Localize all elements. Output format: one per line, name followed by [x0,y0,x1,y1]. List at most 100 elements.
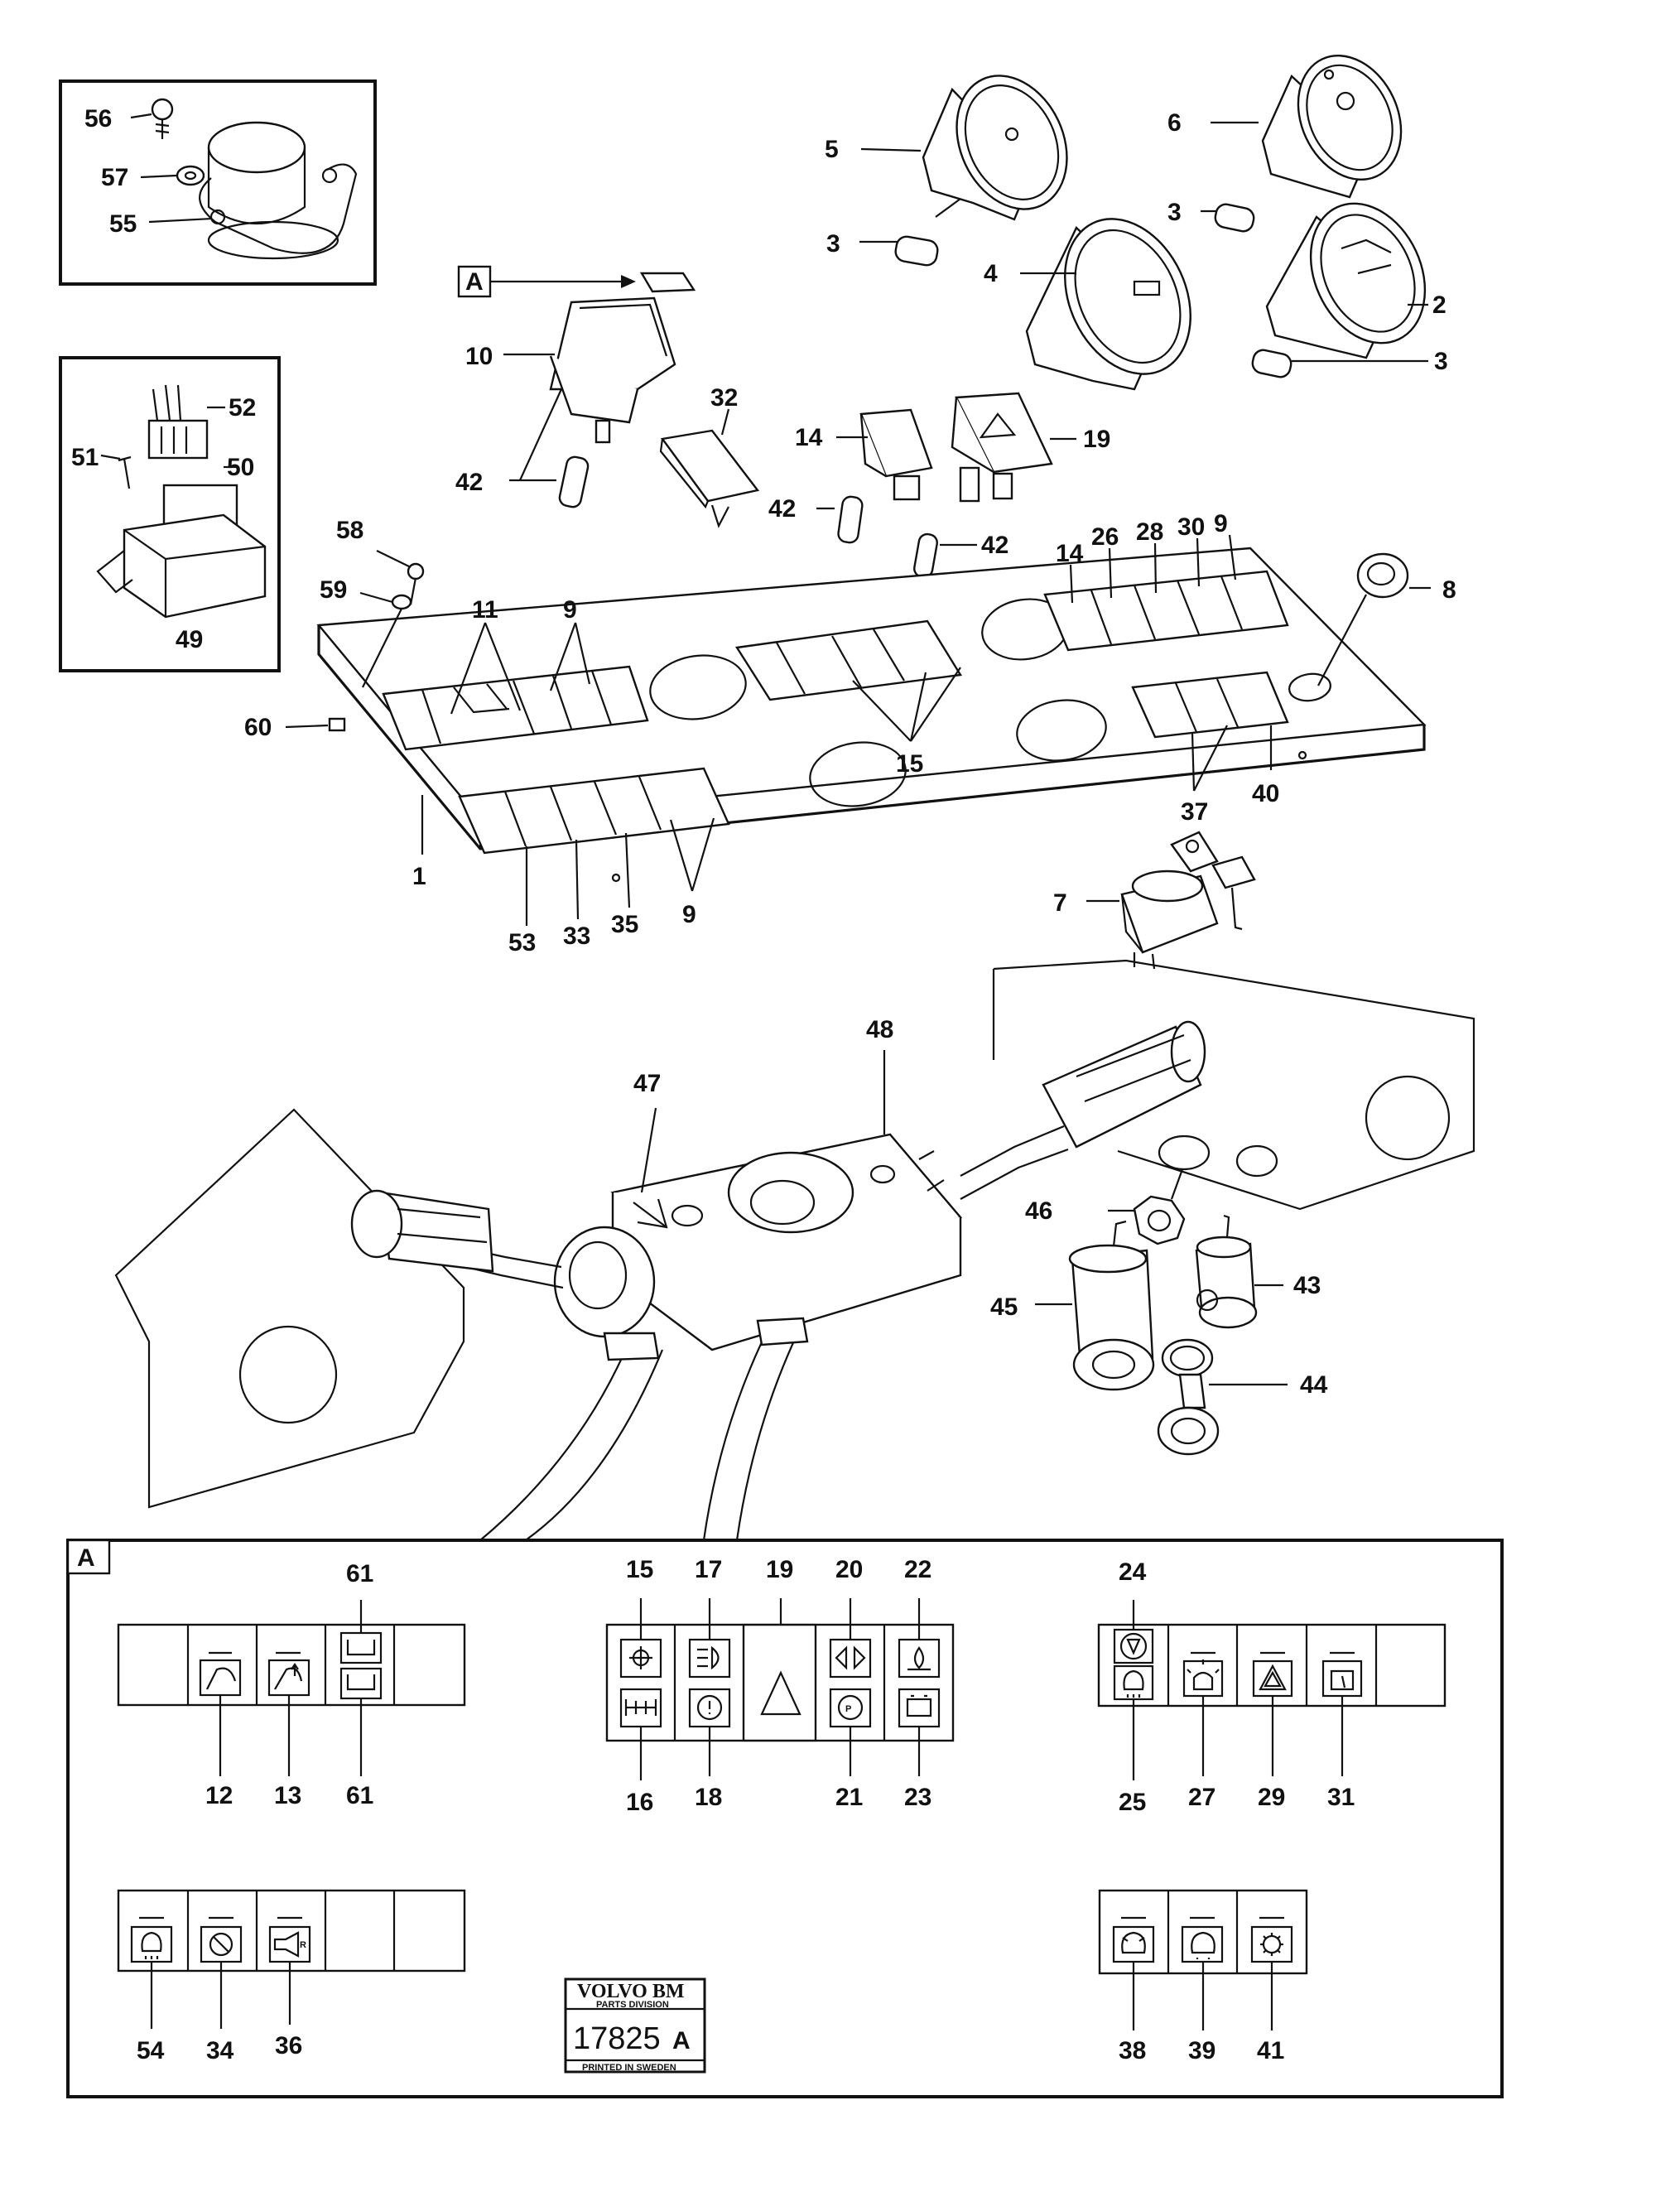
stamp-brand: VOLVO BM [577,1981,685,2002]
label-24: 24 [1119,1558,1147,1586]
bulb-42-right: 42 [913,532,1008,579]
stalk-switch-47-48: 47 48 [350,1016,1206,1549]
callout-19: 19 [1083,426,1110,453]
callout-33: 33 [563,922,590,950]
panel-a-label: A [77,1544,95,1572]
rear-window-icon [1119,1632,1148,1660]
callout-55: 55 [109,210,137,238]
callout-2: 2 [1432,291,1447,319]
callout-40: 40 [1252,780,1279,807]
callout-11: 11 [472,596,498,624]
panel-callouts: 58 59 11 9 60 1 15 14 26 28 30 9 [244,510,1456,956]
switch-block-1: 61 12 13 61 [117,1560,466,1809]
label-41: 41 [1257,2037,1284,2064]
hazard-switch-19: 19 [951,392,1110,503]
instrument-panel-1 [316,547,1427,883]
brake-warning-icon [696,1694,723,1721]
differential-lock-icon [624,1699,657,1716]
switch-block-2: P 15 17 19 20 22 16 18 21 23 [605,1556,955,1816]
callout-4: 4 [984,260,998,287]
callout-60: 60 [244,714,272,741]
bulb-3-left: 3 [826,198,961,267]
fan-icon [209,1932,233,1957]
cover-32: 32 [659,384,760,528]
switch-14-top: 14 [795,408,933,501]
turn-signal-icon [835,1645,866,1670]
callout-50: 50 [227,454,254,481]
label-54: 54 [137,2037,165,2064]
callout-56: 56 [84,105,112,132]
callout-9-right: 9 [1214,510,1228,537]
svg-text:R: R [300,1940,306,1950]
callout-15: 15 [896,750,923,778]
callout-42-left: 42 [455,469,483,496]
wiper-up-icon [274,1663,303,1690]
callout-14-top: 14 [795,424,823,451]
label-17: 17 [695,1556,722,1583]
callout-3-right: 3 [1434,348,1448,375]
label-61-top: 61 [346,1560,373,1587]
label-20: 20 [835,1556,863,1583]
label-31: 31 [1327,1784,1355,1811]
gauge-5: 5 [825,75,1068,221]
callout-7: 7 [1053,889,1067,917]
callout-3-mid: 3 [1167,199,1182,226]
callout-47: 47 [633,1070,661,1097]
bulb-42-left: 42 [455,455,590,508]
label-16: 16 [626,1789,653,1816]
switch-10: 10 [465,296,676,481]
callout-49: 49 [176,626,203,653]
callout-58: 58 [336,517,363,544]
label-a-pointer: A [457,265,696,298]
callout-44: 44 [1300,1371,1328,1399]
callout-14-right: 14 [1056,540,1084,567]
bulb-3-right: 3 [1251,348,1448,378]
horn-icon [273,1931,300,1958]
label-19: 19 [766,1556,793,1583]
gauge-6: 6 [1167,54,1403,199]
label-13: 13 [274,1782,301,1809]
callout-3-left: 3 [826,230,840,258]
hazard-icon [1259,1664,1287,1691]
relay-inset-left: 51 52 50 49 [59,356,281,672]
stamp-division: PARTS DIVISION [596,2000,669,2010]
label-29: 29 [1258,1784,1285,1811]
callout-28: 28 [1136,518,1163,546]
callout-53: 53 [508,929,536,956]
stamp-printed: PRINTED IN SWEDEN [582,2063,676,2073]
warning-triangle-icon [760,1670,801,1716]
callout-30: 30 [1177,513,1205,541]
callout-10: 10 [465,343,493,370]
callout-43: 43 [1293,1272,1321,1299]
label-36: 36 [275,2032,302,2059]
callout-42-mid: 42 [768,495,796,523]
callout-5: 5 [825,136,839,163]
callout-37: 37 [1181,798,1208,826]
bulb-42-mid: 42 [768,495,864,544]
coolant-temp-icon [907,1646,931,1671]
label-39: 39 [1188,2037,1215,2064]
work-light-icon [1123,1669,1144,1698]
work-light-front-icon [141,1931,162,1959]
relay-inset-top: 56 57 55 [59,79,377,286]
stamp-code: 17825 [573,2021,661,2056]
label-12: 12 [205,1782,233,1809]
callout-1: 1 [412,863,426,890]
work-light-rear-icon [1121,1931,1146,1954]
switch-block-3: 24 25 27 29 31 [1097,1558,1447,1816]
battery-icon [906,1698,932,1717]
volvo-bm-stamp: VOLVO BM PARTS DIVISION 17825 A PRINTED … [564,1977,706,2074]
callout-32: 32 [710,384,738,412]
callout-51: 51 [71,444,99,471]
switch-block-4: R 54 34 36 [117,1889,466,2064]
bulb-3-mid: 3 [1167,199,1255,233]
label-15: 15 [626,1556,653,1583]
label-21: 21 [835,1784,863,1811]
beacon-icon [1187,1659,1220,1691]
label-22: 22 [904,1556,931,1583]
callout-59: 59 [320,576,347,604]
wiper-icon [206,1667,237,1690]
svg-text:P: P [845,1704,851,1714]
work-light-side-icon [1191,1931,1215,1959]
